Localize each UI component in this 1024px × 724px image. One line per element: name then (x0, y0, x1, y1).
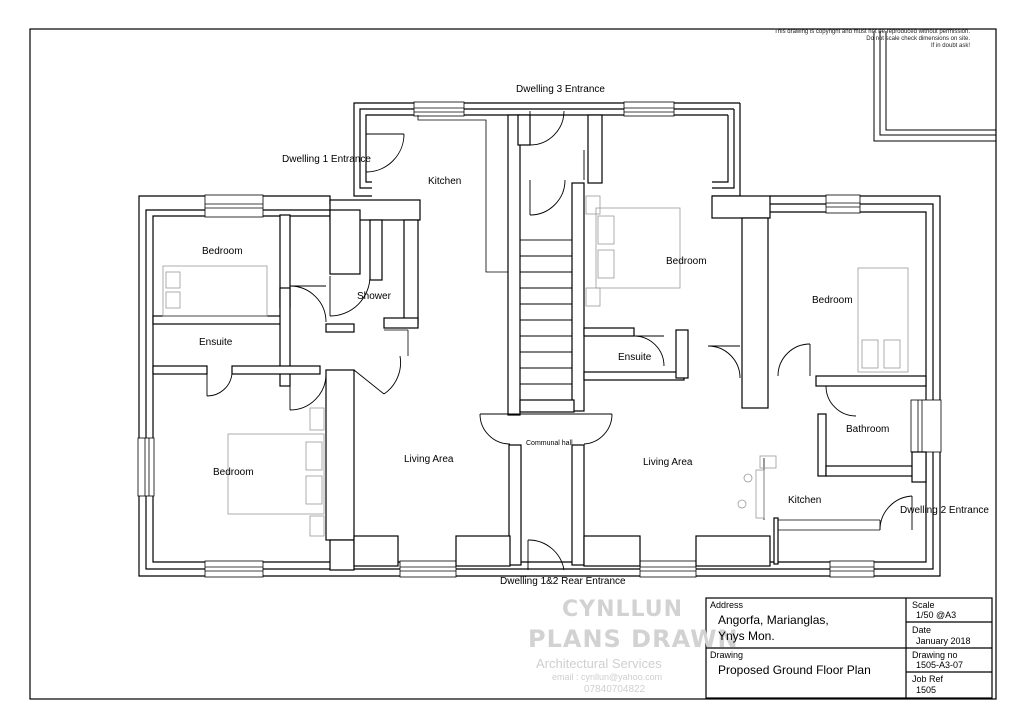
address-line-2: Ynys Mon. (718, 629, 775, 643)
label-dwelling3-entrance: Dwelling 3 Entrance (516, 84, 605, 95)
scale-value: 1/50 @A3 (916, 610, 957, 620)
copyright-note: This drawing is copyright and must not b… (708, 29, 970, 50)
staircase (519, 184, 573, 401)
windows (137, 101, 942, 578)
label-bedroom-4: Bedroom (812, 295, 853, 306)
watermark-tagline: PLANS DRAWN (528, 625, 739, 653)
label-bedroom-3: Bedroom (666, 256, 707, 267)
label-ensuite-2: Ensuite (618, 352, 652, 363)
drawing-label: Drawing (710, 650, 744, 660)
sheet-border (29, 28, 997, 700)
watermark-phone: 07840704822 (584, 684, 646, 695)
label-dwelling1-entrance: Dwelling 1 Entrance (282, 154, 371, 165)
label-kitchen-1: Kitchen (428, 176, 462, 187)
copyright-line-1: This drawing is copyright and must not b… (774, 29, 970, 35)
bed-icon (227, 433, 325, 515)
watermark-name: CYNLLUN (562, 597, 684, 622)
furniture (162, 195, 909, 537)
title-block (705, 597, 993, 699)
label-bathroom: Bathroom (846, 424, 890, 435)
label-ensuite-1: Ensuite (199, 337, 233, 348)
label-bedroom-2: Bedroom (213, 467, 254, 478)
address-label: Address (710, 600, 744, 610)
neighbour-building-outline (873, 31, 996, 142)
label-dwelling2-entrance: Dwelling 2 Entrance (900, 505, 989, 516)
drawing-no-value: 1505-A3-07 (916, 660, 964, 670)
label-communal-hall: Communal hall (526, 440, 573, 447)
bed-icon (595, 207, 681, 289)
label-kitchen-2: Kitchen (788, 495, 822, 506)
address-line-1: Angorfa, Marianglas, (718, 613, 829, 627)
label-living-area-1: Living Area (404, 454, 454, 465)
doors (206, 110, 913, 571)
label-shower: Shower (357, 291, 391, 302)
drawing-title: Proposed Ground Floor Plan (718, 663, 871, 677)
bed-icon (857, 267, 909, 373)
watermark-email: email : cynllun@yahoo.com (552, 672, 663, 682)
job-ref-label: Job Ref (912, 674, 944, 684)
copyright-line-3: If in doubt ask! (930, 43, 970, 49)
copyright-line-2: Do not scale check dimensions on site. (866, 36, 970, 42)
drawing-no-label: Drawing no (912, 650, 958, 660)
job-ref-value: 1505 (916, 685, 937, 695)
scale-label: Scale (912, 600, 935, 610)
label-bedroom-1: Bedroom (202, 246, 243, 257)
label-living-area-2: Living Area (643, 457, 693, 468)
date-value: January 2018 (916, 636, 971, 646)
bed-icon (162, 265, 268, 317)
internal-walls (152, 114, 927, 571)
label-rear-entrance: Dwelling 1&2 Rear Entrance (500, 576, 626, 587)
date-label: Date (912, 625, 932, 635)
watermark-services: Architectural Services (536, 656, 662, 671)
